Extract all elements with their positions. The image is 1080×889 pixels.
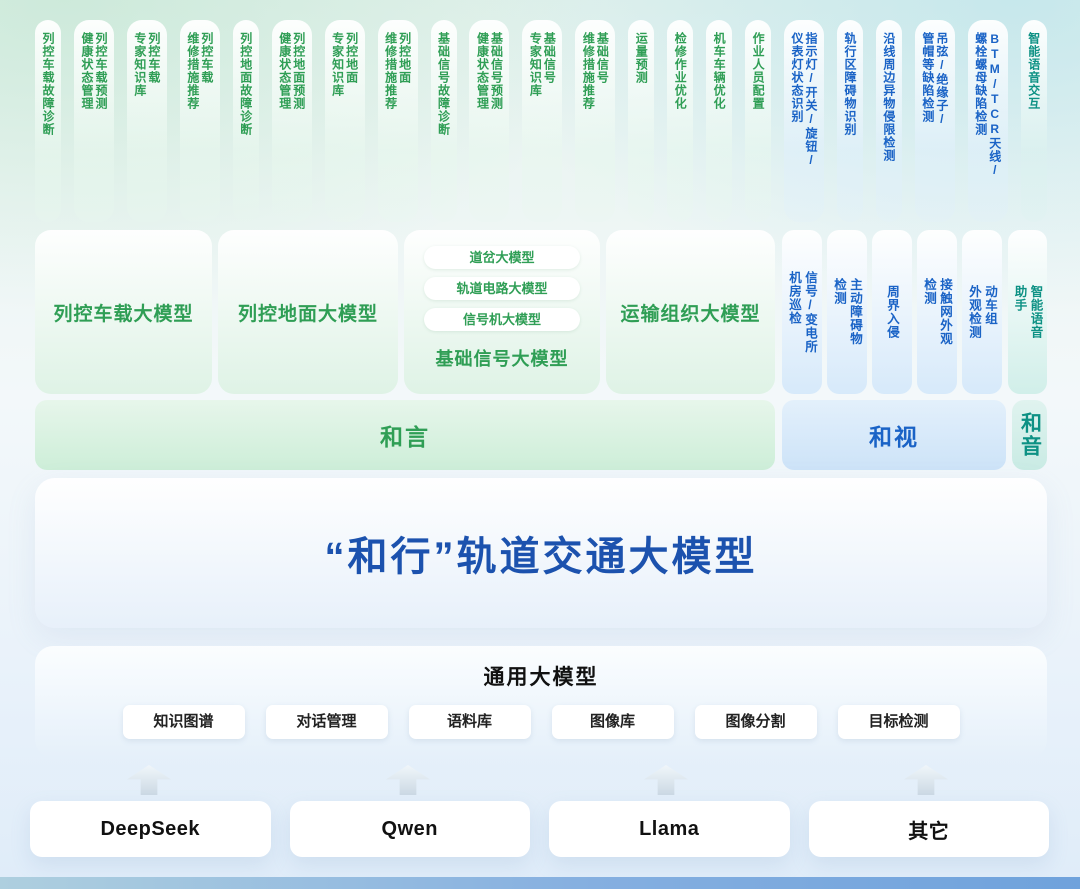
base-model-card: Qwen xyxy=(289,801,530,857)
language-layer-bar: 和言 xyxy=(35,400,775,470)
scenario-label: 接触网外观 检测 xyxy=(922,278,952,346)
transport-organization-model-block: 运输组织大模型 xyxy=(606,230,775,394)
capability-pill-label: 列控车载故障诊断 xyxy=(41,32,55,136)
capability-pill-label: BTM/TCR天线/ 螺栓螺母缺陷检测 xyxy=(973,32,1002,178)
capability-pill: 列控车载 专家知识库 xyxy=(126,20,167,222)
vision-scenario-block: 周界入侵 xyxy=(872,230,912,394)
scenario-label: 周界入侵 xyxy=(885,285,899,339)
capability-pill: 指示灯/开关/旋钮/ 仪表灯状态识别 xyxy=(784,20,824,222)
audio-layer-bar: 和音 xyxy=(1012,400,1047,470)
modality-layer-row: 和言 和视 和音 xyxy=(35,400,1047,470)
core-model-title: “和行”轨道交通大模型 xyxy=(324,535,758,579)
capability-pill: 运量预测 xyxy=(628,20,655,222)
voice-assistant-block: 智能语音 助手 xyxy=(1008,230,1047,394)
core-model-block: “和行”轨道交通大模型 xyxy=(35,478,1047,628)
sub-model-pill: 道岔大模型 xyxy=(424,246,580,269)
general-capability-pill: 知识图谱 xyxy=(122,705,245,739)
bottom-gradient-bar xyxy=(0,877,1080,889)
layer-label: 和音 xyxy=(1018,412,1042,458)
vision-scenario-block: 信号/变电所 机房巡检 xyxy=(782,230,822,394)
capability-pill: 列控地面故障诊断 xyxy=(232,20,259,222)
vision-layer-bar: 和视 xyxy=(782,400,1006,470)
vision-scenario-block: 主动障碍物 检测 xyxy=(827,230,867,394)
vision-scenario-block: 动车组 外观检测 xyxy=(962,230,1002,394)
layer-label: 和言 xyxy=(380,424,430,450)
capability-pill: 吊弦/绝缘子/ 管帽等缺陷检测 xyxy=(914,20,955,222)
model-label: 列控车载大模型 xyxy=(53,303,194,325)
capability-pill: 智能语音交互 xyxy=(1020,20,1047,222)
model-label: 基础信号大模型 xyxy=(435,349,569,369)
application-capability-row: 列控车载故障诊断 列控车载预测 健康状态管理 列控车载 专家知识库 列控车载 维… xyxy=(35,20,1047,222)
capability-pill-label: 基础信号故障诊断 xyxy=(436,32,451,136)
up-arrow-icon xyxy=(386,765,430,795)
basic-signal-model-block: 道岔大模型 轨道电路大模型 信号机大模型 基础信号大模型 xyxy=(404,230,600,394)
base-model-card: DeepSeek xyxy=(30,801,271,857)
general-model-block: 通用大模型 知识图谱 对话管理 语料库 图像库 图像分割 目标检测 xyxy=(35,646,1047,758)
sub-model-pill: 轨道电路大模型 xyxy=(424,277,580,300)
capability-pill-label: 列控车载预测 健康状态管理 xyxy=(79,32,108,110)
model-label: 列控地面大模型 xyxy=(237,303,378,325)
capability-pill: 列控地面 专家知识库 xyxy=(324,20,365,222)
up-arrow-icon xyxy=(904,765,948,795)
general-capability-pill: 图像分割 xyxy=(694,705,817,739)
capability-pill-label: 列控车载 专家知识库 xyxy=(132,32,161,97)
capability-pill-label: 机车车辆优化 xyxy=(712,32,727,110)
capability-pill-label: 列控地面预测 健康状态管理 xyxy=(277,32,306,110)
capability-pill-label: 列控地面 专家知识库 xyxy=(330,32,359,97)
capability-pill: 基础信号预测 健康状态管理 xyxy=(469,20,510,222)
onboard-train-control-model-block: 列控车载大模型 xyxy=(35,230,212,394)
up-arrow-icon xyxy=(127,765,171,795)
capability-pill: 沿线周边异物侵限检测 xyxy=(875,20,902,222)
capability-pill: 机车车辆优化 xyxy=(706,20,733,222)
capability-pill-label: 检修作业优化 xyxy=(673,32,688,110)
capability-pill-label: 基础信号 专家知识库 xyxy=(528,32,557,97)
capability-pill-label: 基础信号预测 健康状态管理 xyxy=(475,32,504,110)
general-model-title: 通用大模型 xyxy=(483,666,599,689)
layer-label: 和视 xyxy=(869,424,919,450)
scenario-label: 主动障碍物 检测 xyxy=(832,278,862,346)
capability-pill: 列控车载预测 健康状态管理 xyxy=(73,20,114,222)
scenario-label: 动车组 外观检测 xyxy=(967,285,997,339)
capability-pill: 列控地面 维修措施推荐 xyxy=(377,20,418,222)
capability-pill: 作业人员配置 xyxy=(745,20,772,222)
vision-scenario-block: 接触网外观 检测 xyxy=(917,230,957,394)
capability-pill: 列控地面预测 健康状态管理 xyxy=(271,20,312,222)
capability-pill-label: 指示灯/开关/旋钮/ 仪表灯状态识别 xyxy=(790,32,818,168)
base-model-card: 其它 xyxy=(808,801,1049,857)
capability-pill-label: 沿线周边异物侵限检测 xyxy=(881,32,896,162)
capability-pill: 检修作业优化 xyxy=(667,20,694,222)
base-model-card: Llama xyxy=(549,801,790,857)
capability-pill-label: 轨行区障碍物识别 xyxy=(842,32,857,136)
base-model-row: DeepSeek Qwen Llama 其它 xyxy=(30,801,1049,857)
capability-pill-label: 列控车载 维修措施推荐 xyxy=(185,32,214,110)
capability-pill-label: 智能语音交互 xyxy=(1026,32,1041,110)
up-arrow-icon xyxy=(644,765,688,795)
capability-pill: 基础信号 专家知识库 xyxy=(522,20,563,222)
domain-model-row: 列控车载大模型 列控地面大模型 道岔大模型 轨道电路大模型 信号机大模型 基础信… xyxy=(35,230,1047,394)
capability-pill-label: 作业人员配置 xyxy=(751,32,766,110)
ground-train-control-model-block: 列控地面大模型 xyxy=(218,230,398,394)
capability-pill: 列控车载 维修措施推荐 xyxy=(179,20,220,222)
capability-pill: BTM/TCR天线/ 螺栓螺母缺陷检测 xyxy=(967,20,1008,222)
model-label: 运输组织大模型 xyxy=(620,303,761,325)
scenario-label: 信号/变电所 机房巡检 xyxy=(787,270,817,354)
general-capability-pill: 目标检测 xyxy=(837,705,960,739)
capability-pill-label: 列控地面故障诊断 xyxy=(238,32,253,136)
capability-pill-label: 吊弦/绝缘子/ 管帽等缺陷检测 xyxy=(920,32,949,127)
capability-pill: 轨行区障碍物识别 xyxy=(836,20,863,222)
capability-pill: 基础信号故障诊断 xyxy=(430,20,457,222)
general-capability-row: 知识图谱 对话管理 语料库 图像库 图像分割 目标检测 xyxy=(35,705,1047,739)
capability-pill-label: 基础信号 维修措施推荐 xyxy=(581,32,610,110)
general-capability-pill: 对话管理 xyxy=(265,705,388,739)
general-capability-pill: 图像库 xyxy=(551,705,674,739)
capability-pill: 列控车载故障诊断 xyxy=(35,20,61,222)
sub-model-pill: 信号机大模型 xyxy=(424,308,580,331)
capability-pill: 基础信号 维修措施推荐 xyxy=(575,20,616,222)
capability-pill-label: 列控地面 维修措施推荐 xyxy=(383,32,412,110)
capability-pill-label: 运量预测 xyxy=(634,32,649,84)
general-capability-pill: 语料库 xyxy=(408,705,531,739)
scenario-label: 智能语音 助手 xyxy=(1012,285,1043,339)
